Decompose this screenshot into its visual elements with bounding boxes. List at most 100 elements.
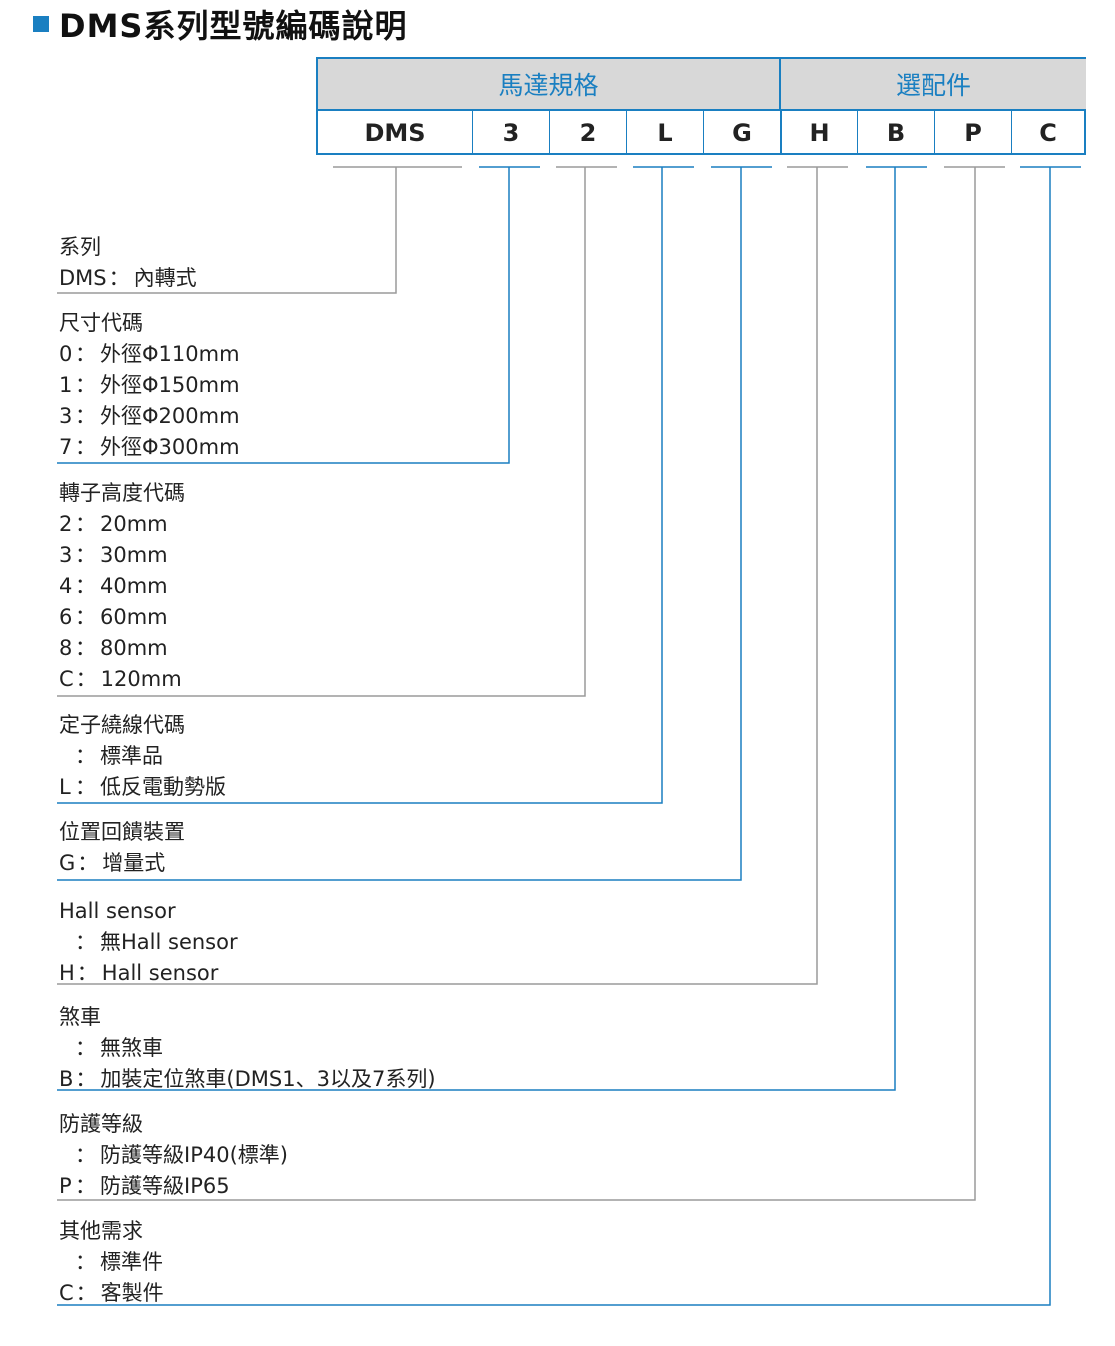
list-item: B：加裝定位煞車(DMS1、3以及7系列) xyxy=(59,1064,436,1095)
list-item: ：標準件 xyxy=(59,1247,164,1278)
code-cell-other: C xyxy=(1011,111,1084,155)
list-item: C：120mm xyxy=(59,664,185,695)
item-sep: ： xyxy=(75,775,96,799)
item-code: 3 xyxy=(59,543,73,567)
item-sep: ： xyxy=(75,1250,96,1274)
item-desc: 外徑Φ200mm xyxy=(100,404,240,428)
section-size-code: 尺寸代碼 0：外徑Φ110mm 1：外徑Φ150mm 3：外徑Φ200mm 7：… xyxy=(59,307,240,463)
section-title: 防護等級 xyxy=(59,1112,143,1136)
list-item: 1：外徑Φ150mm xyxy=(59,370,240,401)
item-code: 6 xyxy=(59,605,73,629)
item-code: 2 xyxy=(59,512,73,536)
item-desc: 無Hall sensor xyxy=(100,930,238,954)
section-stator-winding: 定子繞線代碼 ：標準品 L：低反電動勢版 xyxy=(59,709,226,803)
item-desc: 防護等級IP40(標準) xyxy=(100,1143,288,1167)
page-title: DMS系列型號編碼說明 xyxy=(33,0,407,48)
item-code: P xyxy=(59,1174,72,1198)
item-desc: 客製件 xyxy=(100,1281,164,1305)
item-desc: 外徑Φ110mm xyxy=(100,342,240,366)
item-sep: ： xyxy=(75,1174,96,1198)
item-desc: 加裝定位煞車(DMS1、3以及7系列) xyxy=(100,1067,436,1091)
section-series: 系列 DMS：內轉式 xyxy=(59,231,197,294)
item-code: 7 xyxy=(59,435,73,459)
item-sep: ： xyxy=(75,605,96,629)
code-cell-protection: P xyxy=(934,111,1011,155)
elbow-protection xyxy=(57,167,976,1201)
item-sep: ： xyxy=(75,1036,96,1060)
item-desc: 防護等級IP65 xyxy=(100,1174,230,1198)
list-item: 6：60mm xyxy=(59,602,185,633)
item-sep: ： xyxy=(75,930,96,954)
section-title: 其他需求 xyxy=(59,1219,143,1243)
item-sep: ： xyxy=(75,574,96,598)
title-bullet-square xyxy=(33,16,49,32)
list-item: ：無煞車 xyxy=(59,1033,436,1064)
item-code: H xyxy=(59,961,75,985)
item-desc: 120mm xyxy=(100,667,182,691)
item-desc: 無煞車 xyxy=(100,1036,163,1060)
code-cell-hall: H xyxy=(780,111,857,155)
section-title: 煞車 xyxy=(59,1005,101,1029)
item-code: G xyxy=(59,851,76,875)
code-cell-feedback: G xyxy=(703,111,780,155)
item-sep: ： xyxy=(75,435,96,459)
item-desc: 低反電動勢版 xyxy=(100,775,226,799)
model-code-table: 馬達規格 選配件 DMS 3 2 L G H B P C xyxy=(316,57,1086,155)
accessories-header: 選配件 xyxy=(781,59,1086,109)
item-desc: 標準品 xyxy=(100,744,163,768)
item-code: C xyxy=(59,1281,74,1305)
item-code: DMS xyxy=(59,266,107,290)
elbow-series xyxy=(57,167,397,294)
list-item: 7：外徑Φ300mm xyxy=(59,432,240,463)
item-code: 4 xyxy=(59,574,73,598)
item-desc: 外徑Φ300mm xyxy=(100,435,240,459)
item-code: 1 xyxy=(59,373,73,397)
elbow-hall xyxy=(57,167,818,985)
item-sep: ： xyxy=(75,373,96,397)
section-rotor-height: 轉子高度代碼 2：20mm 3：30mm 4：40mm 6：60mm 8：80m… xyxy=(59,477,185,695)
elbow-brake xyxy=(57,167,896,1091)
section-title: 定子繞線代碼 xyxy=(59,713,185,737)
item-code: 8 xyxy=(59,636,73,660)
item-desc: 內轉式 xyxy=(133,266,197,290)
page-title-text: DMS系列型號編碼說明 xyxy=(59,7,408,45)
list-item: C：客製件 xyxy=(59,1278,164,1309)
item-desc: 80mm xyxy=(100,636,168,660)
list-item: 2：20mm xyxy=(59,509,185,540)
item-code: B xyxy=(59,1067,74,1091)
section-other: 其他需求 ：標準件 C：客製件 xyxy=(59,1215,164,1309)
section-position-feedback: 位置回饋裝置 G：增量式 xyxy=(59,816,185,879)
code-cell-size: 3 xyxy=(472,111,549,155)
item-sep: ： xyxy=(75,744,96,768)
list-item: 0：外徑Φ110mm xyxy=(59,339,240,370)
code-cell-rotor-height: 2 xyxy=(549,111,626,155)
list-item: 3：外徑Φ200mm xyxy=(59,401,240,432)
item-sep: ： xyxy=(75,404,96,428)
section-title: Hall sensor xyxy=(59,899,176,923)
section-brake: 煞車 ：無煞車 B：加裝定位煞車(DMS1、3以及7系列) xyxy=(59,1001,436,1095)
item-sep: ： xyxy=(75,1281,97,1305)
list-item: H：Hall sensor xyxy=(59,958,238,989)
list-item: G：增量式 xyxy=(59,848,185,879)
item-code: 3 xyxy=(59,404,73,428)
item-sep: ： xyxy=(75,512,96,536)
item-sep: ： xyxy=(108,266,130,290)
list-item: 8：80mm xyxy=(59,633,185,664)
item-code: C xyxy=(59,667,74,691)
item-sep: ： xyxy=(75,667,97,691)
list-item: DMS：內轉式 xyxy=(59,263,197,294)
item-sep: ： xyxy=(75,342,96,366)
item-code: 0 xyxy=(59,342,73,366)
item-desc: 標準件 xyxy=(100,1250,163,1274)
item-code: L xyxy=(59,775,71,799)
elbow-size xyxy=(57,167,510,464)
motor-spec-header: 馬達規格 xyxy=(318,59,781,109)
elbow-rotor xyxy=(57,167,586,697)
list-item: ：標準品 xyxy=(59,741,226,772)
item-sep: ： xyxy=(75,1067,97,1091)
code-cell-brake: B xyxy=(857,111,934,155)
item-desc: 40mm xyxy=(100,574,168,598)
item-sep: ： xyxy=(76,961,98,985)
section-title: 尺寸代碼 xyxy=(59,311,143,335)
